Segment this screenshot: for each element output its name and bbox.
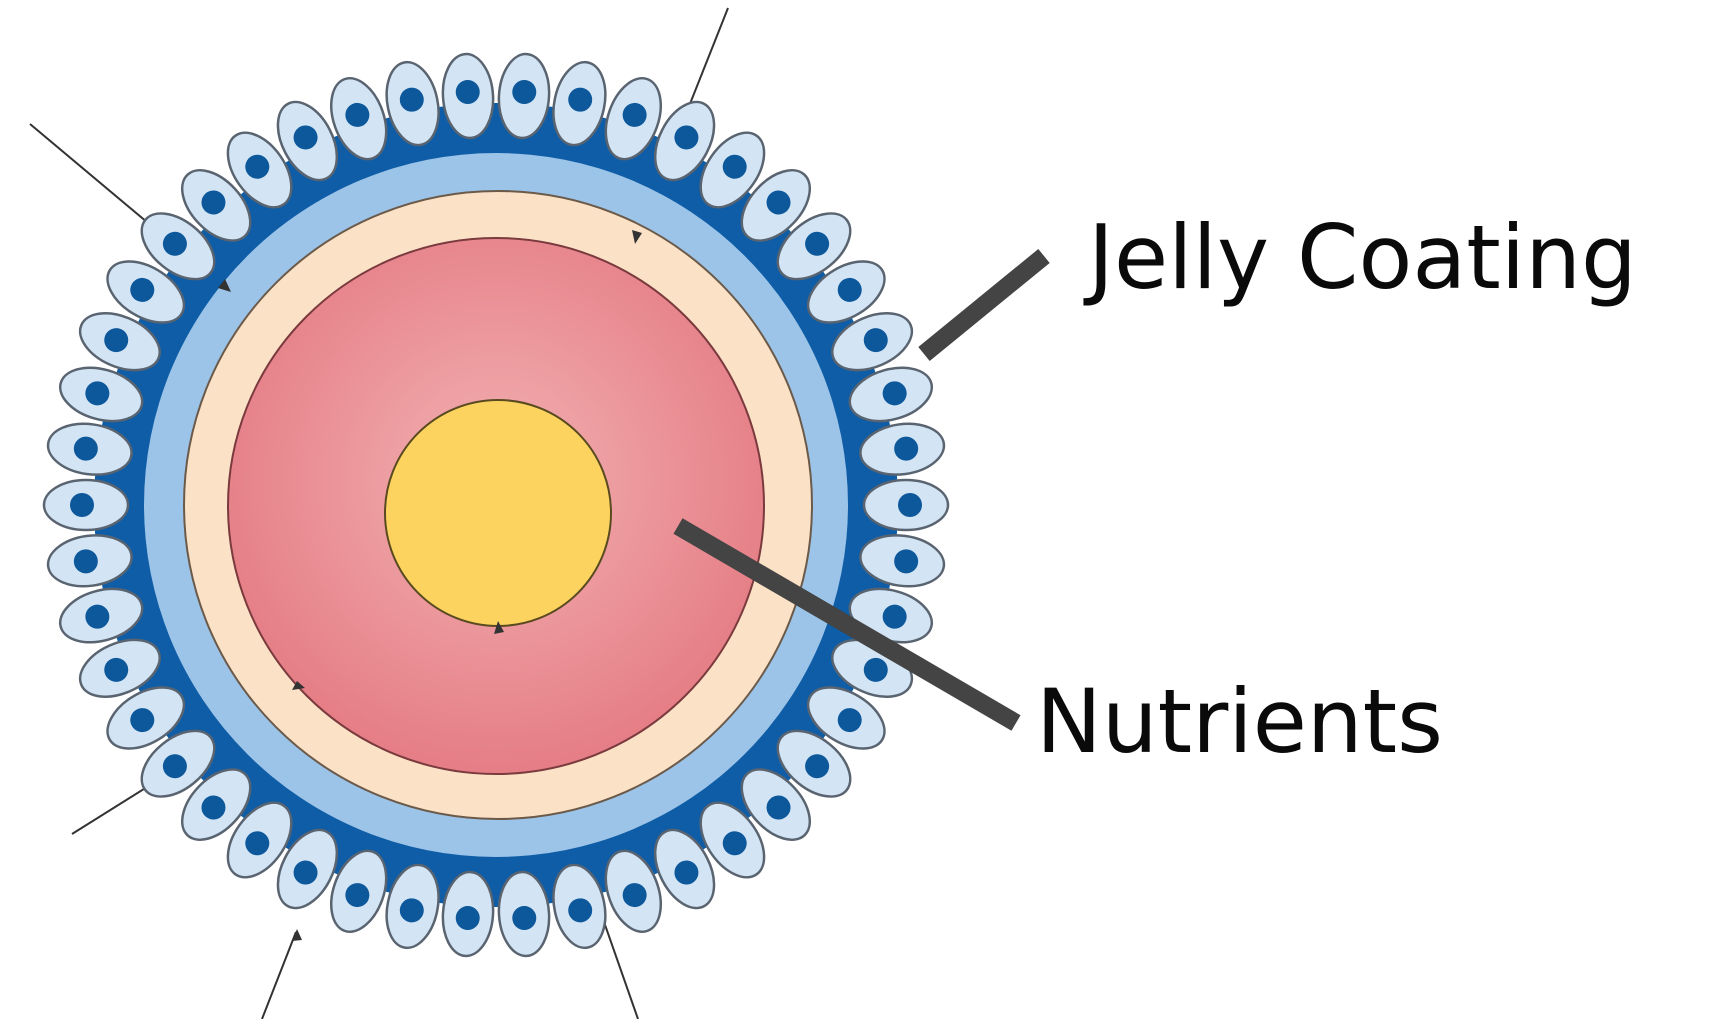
follicle-cell: [864, 480, 948, 530]
nutrients-label: Nutrients: [1036, 678, 1443, 766]
follicle-cell-nucleus: [70, 493, 94, 517]
arrowhead-bottom-left-2: [292, 929, 302, 941]
thin-line-bottom-left-2: [262, 932, 296, 1019]
follicle-cell-nucleus: [898, 493, 922, 517]
nucleus: [385, 400, 611, 626]
jelly-coating-label: Jelly Coating: [1088, 214, 1637, 302]
follicle-cell: [44, 480, 128, 530]
jelly-coating-pointer: [924, 256, 1044, 354]
